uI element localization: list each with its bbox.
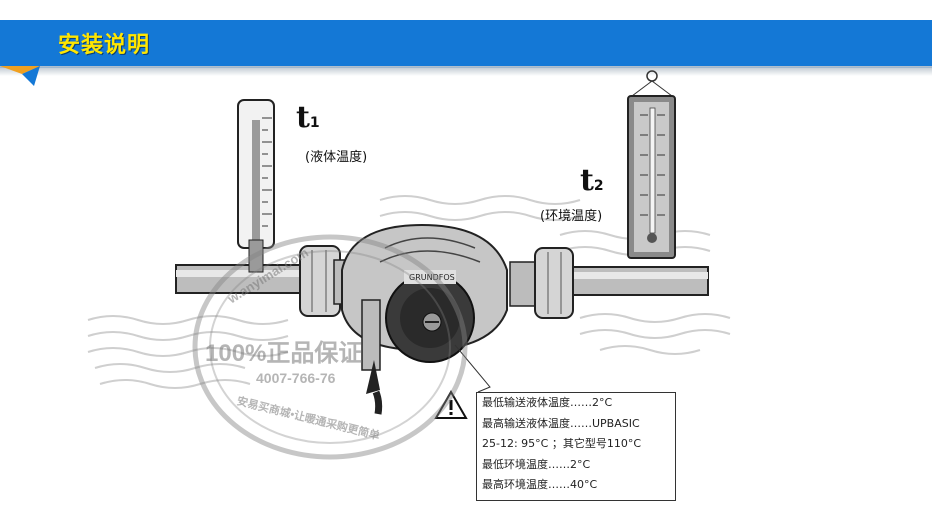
pump-body	[341, 223, 508, 371]
spec-line: 最高输送液体温度……UPBASIC	[482, 416, 640, 430]
liquid-thermometer	[237, 99, 275, 273]
watermark-phone: 4007-766-76	[256, 370, 336, 386]
watermark-main: 100%正品保证	[205, 340, 363, 367]
right-union-nut	[509, 247, 574, 319]
warning-icon	[434, 389, 468, 419]
t2-caption: (环境温度)	[540, 209, 603, 224]
callout-leader-line	[454, 344, 491, 393]
spec-line: 最低输送液体温度……2°C	[482, 396, 613, 409]
watermark-seal	[192, 234, 468, 460]
t1-caption: (液体温度)	[305, 150, 368, 165]
header-banner	[0, 20, 932, 68]
spec-line: 最高环境温度……40°C	[482, 478, 598, 491]
spec-line: 最低环境温度……2°C	[482, 457, 591, 471]
t2-label: t2	[580, 163, 604, 198]
spec-box: 最低输送液体温度……2°C 最高输送液体温度……UPBASIC 25-12: 9…	[476, 392, 676, 501]
pump-brand-text: GRUNDFOS	[409, 273, 455, 282]
t1-label: t1	[296, 100, 320, 135]
banner-corner-arrow-icon	[0, 66, 40, 86]
banner-shadow	[0, 66, 932, 76]
page-title: 安装说明	[58, 33, 151, 58]
ambient-thermometer	[627, 70, 676, 259]
power-cable	[366, 360, 383, 415]
spec-line: 25-12: 95°C ；其它型号110°C	[482, 437, 642, 450]
